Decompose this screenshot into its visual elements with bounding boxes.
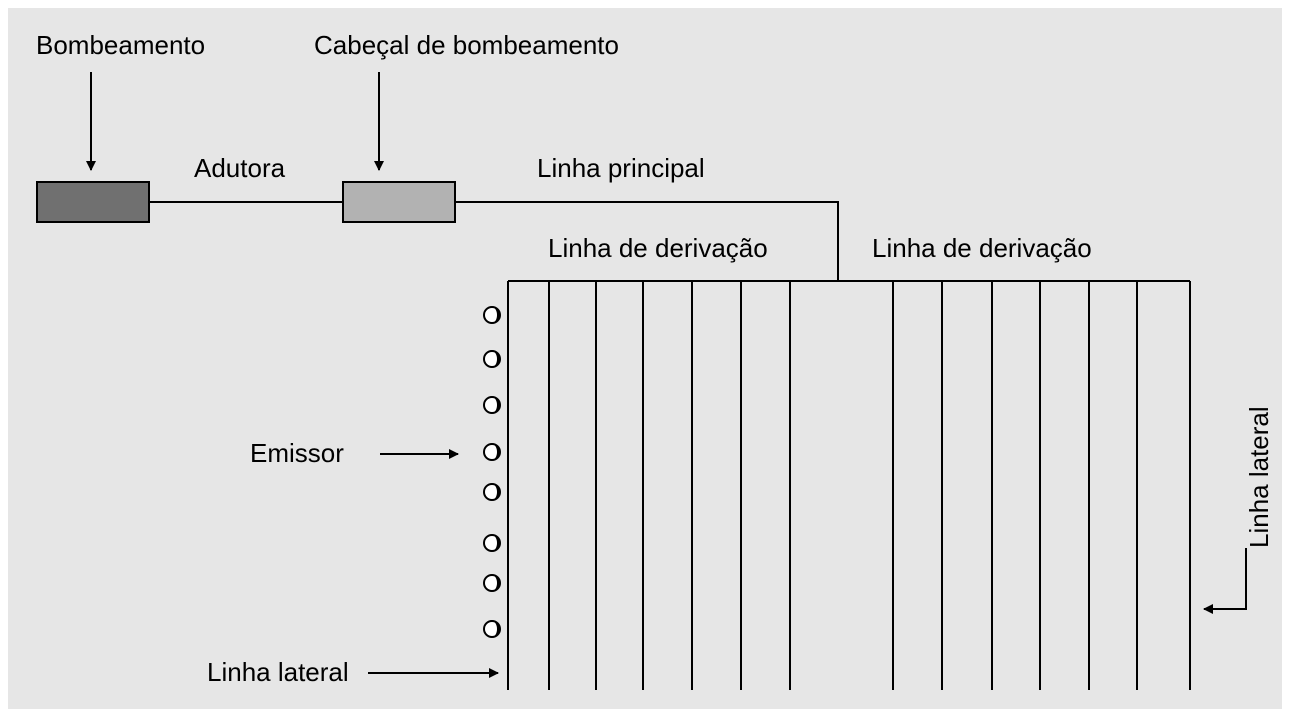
emitters [483, 306, 501, 638]
emitter-icon [483, 443, 501, 461]
emitter-icon [483, 574, 501, 592]
emitter-label: Emissor [250, 438, 344, 468]
lateral-line-right-arrow [1203, 548, 1247, 614]
pumping-head-label: Cabeçal de bombeamento [314, 30, 619, 60]
lateral-line-right-label: Linha lateral [1244, 406, 1274, 548]
diagram-background [8, 8, 1282, 709]
emitter-icon [483, 396, 501, 414]
main-line [455, 201, 839, 281]
emitter-icon [483, 483, 501, 501]
pumping-label: Bombeamento [36, 30, 205, 60]
branch-line-left-label: Linha de derivação [548, 233, 768, 263]
emitter-icon [483, 534, 501, 552]
supply-line-label: Adutora [194, 153, 286, 183]
branch-line-right-label: Linha de derivação [872, 233, 1092, 263]
lateral-line-bottom-label: Linha lateral [207, 657, 349, 687]
emitter-icon [483, 350, 501, 368]
lateral-lines [507, 281, 1191, 690]
pumping-head-block [342, 181, 456, 223]
main-line-label: Linha principal [537, 153, 705, 183]
pump-block [36, 181, 150, 223]
emitter-icon [483, 306, 501, 324]
emitter-icon [483, 620, 501, 638]
